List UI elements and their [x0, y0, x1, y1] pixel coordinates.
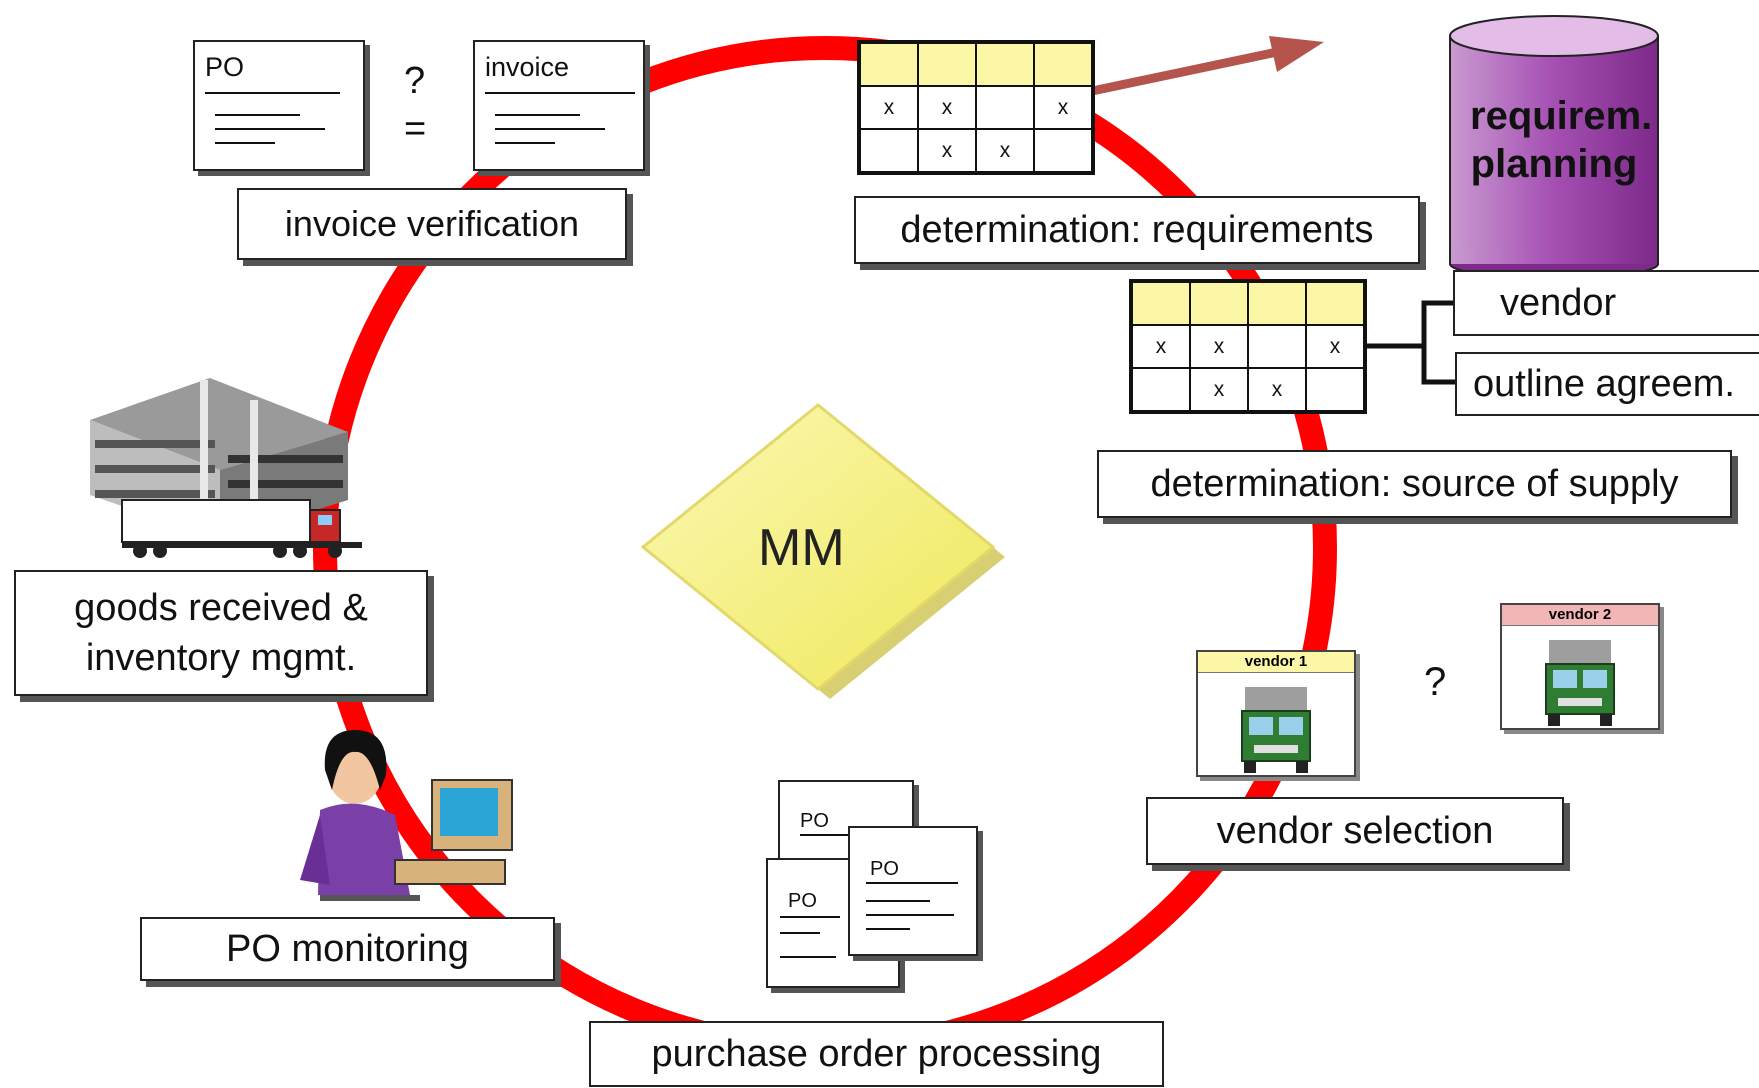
table-cell: x	[1130, 324, 1191, 369]
warehouse-truck-icon	[90, 378, 362, 558]
determination-source-text: determination: source of supply	[1150, 462, 1679, 505]
vendor-2-card: vendor 2	[1500, 603, 1660, 730]
database-cylinder-icon	[1449, 15, 1659, 279]
po-monitoring-label: PO monitoring	[140, 917, 555, 981]
vendor-label: vendor	[1453, 270, 1759, 336]
table-cell	[975, 41, 1035, 87]
truck-icon	[1241, 687, 1311, 773]
table-cell	[975, 85, 1035, 130]
po-document-right: PO	[848, 826, 978, 956]
po-monitoring-text: PO monitoring	[226, 927, 469, 970]
po-document-title: PO	[800, 810, 829, 832]
invoice-compare-equals: =	[404, 108, 427, 150]
vendor-2-title: vendor 2	[1502, 605, 1658, 626]
determination-source-label: determination: source of supply	[1097, 450, 1732, 518]
mm-center-label: MM	[758, 519, 845, 577]
vendor-selection-label: vendor selection	[1146, 797, 1564, 865]
truck-icon	[1545, 640, 1615, 726]
database-label-line1: requirem.	[1470, 94, 1653, 138]
table-cell: x	[1189, 324, 1249, 369]
table-cell	[1247, 324, 1307, 369]
table-cell	[1305, 367, 1366, 413]
invoice-verification-text: invoice verification	[284, 203, 580, 244]
determination-requirements-label: determination: requirements	[854, 196, 1420, 264]
table-cell	[858, 41, 919, 87]
determination-requirements-text: determination: requirements	[900, 208, 1374, 251]
table-cell	[1189, 280, 1249, 326]
table-cell	[858, 128, 919, 174]
database-label-line2: planning	[1470, 142, 1638, 186]
table-cell: x	[975, 128, 1035, 174]
table-cell	[917, 41, 977, 87]
vendor-1-card: vendor 1	[1196, 650, 1356, 777]
outline-agreement-label: outline agreem.	[1455, 352, 1759, 416]
table-cell	[1130, 367, 1191, 413]
purchase-order-processing-label: purchase order processing	[589, 1021, 1164, 1087]
invoice-document: invoice	[473, 40, 645, 171]
outline-agreement-text: outline agreem.	[1473, 362, 1735, 405]
table-cell: x	[1305, 324, 1366, 369]
table-cell: x	[1033, 85, 1094, 130]
table-cell: x	[1247, 367, 1307, 413]
table-cell: x	[1189, 367, 1249, 413]
table-cell	[1305, 280, 1366, 326]
invoice-verification-label: invoice verification	[237, 188, 627, 260]
vendor-compare-question: ?	[1424, 660, 1447, 704]
mm-diamond	[640, 403, 996, 691]
table-row	[858, 41, 1094, 87]
table-cell	[1033, 41, 1094, 87]
invoice-compare-question: ?	[404, 60, 426, 102]
vendor-1-title: vendor 1	[1198, 652, 1354, 673]
po-document-title: PO	[205, 52, 245, 82]
goods-received-line1: goods received &	[74, 587, 368, 629]
invoice-document-title: invoice	[485, 52, 570, 82]
database-label: requirem. planning	[1470, 92, 1653, 188]
po-document-title: PO	[788, 890, 817, 912]
vendor-text: vendor	[1500, 281, 1617, 324]
table-cell	[1247, 280, 1307, 326]
table-cell	[1130, 280, 1191, 326]
table-cell: x	[917, 128, 977, 174]
po-document-title: PO	[870, 858, 899, 880]
clerk-at-computer-icon	[300, 730, 513, 901]
vendor-selection-text: vendor selection	[1216, 809, 1494, 852]
table-cell	[1033, 128, 1094, 174]
table-row	[1130, 280, 1366, 326]
po-document: PO	[193, 40, 365, 171]
purchase-order-processing-text: purchase order processing	[651, 1032, 1102, 1075]
table-cell: x	[917, 85, 977, 130]
goods-received-line2: inventory mgmt.	[85, 637, 357, 679]
goods-received-label: goods received & inventory mgmt.	[14, 570, 428, 696]
table-cell: x	[858, 85, 919, 130]
